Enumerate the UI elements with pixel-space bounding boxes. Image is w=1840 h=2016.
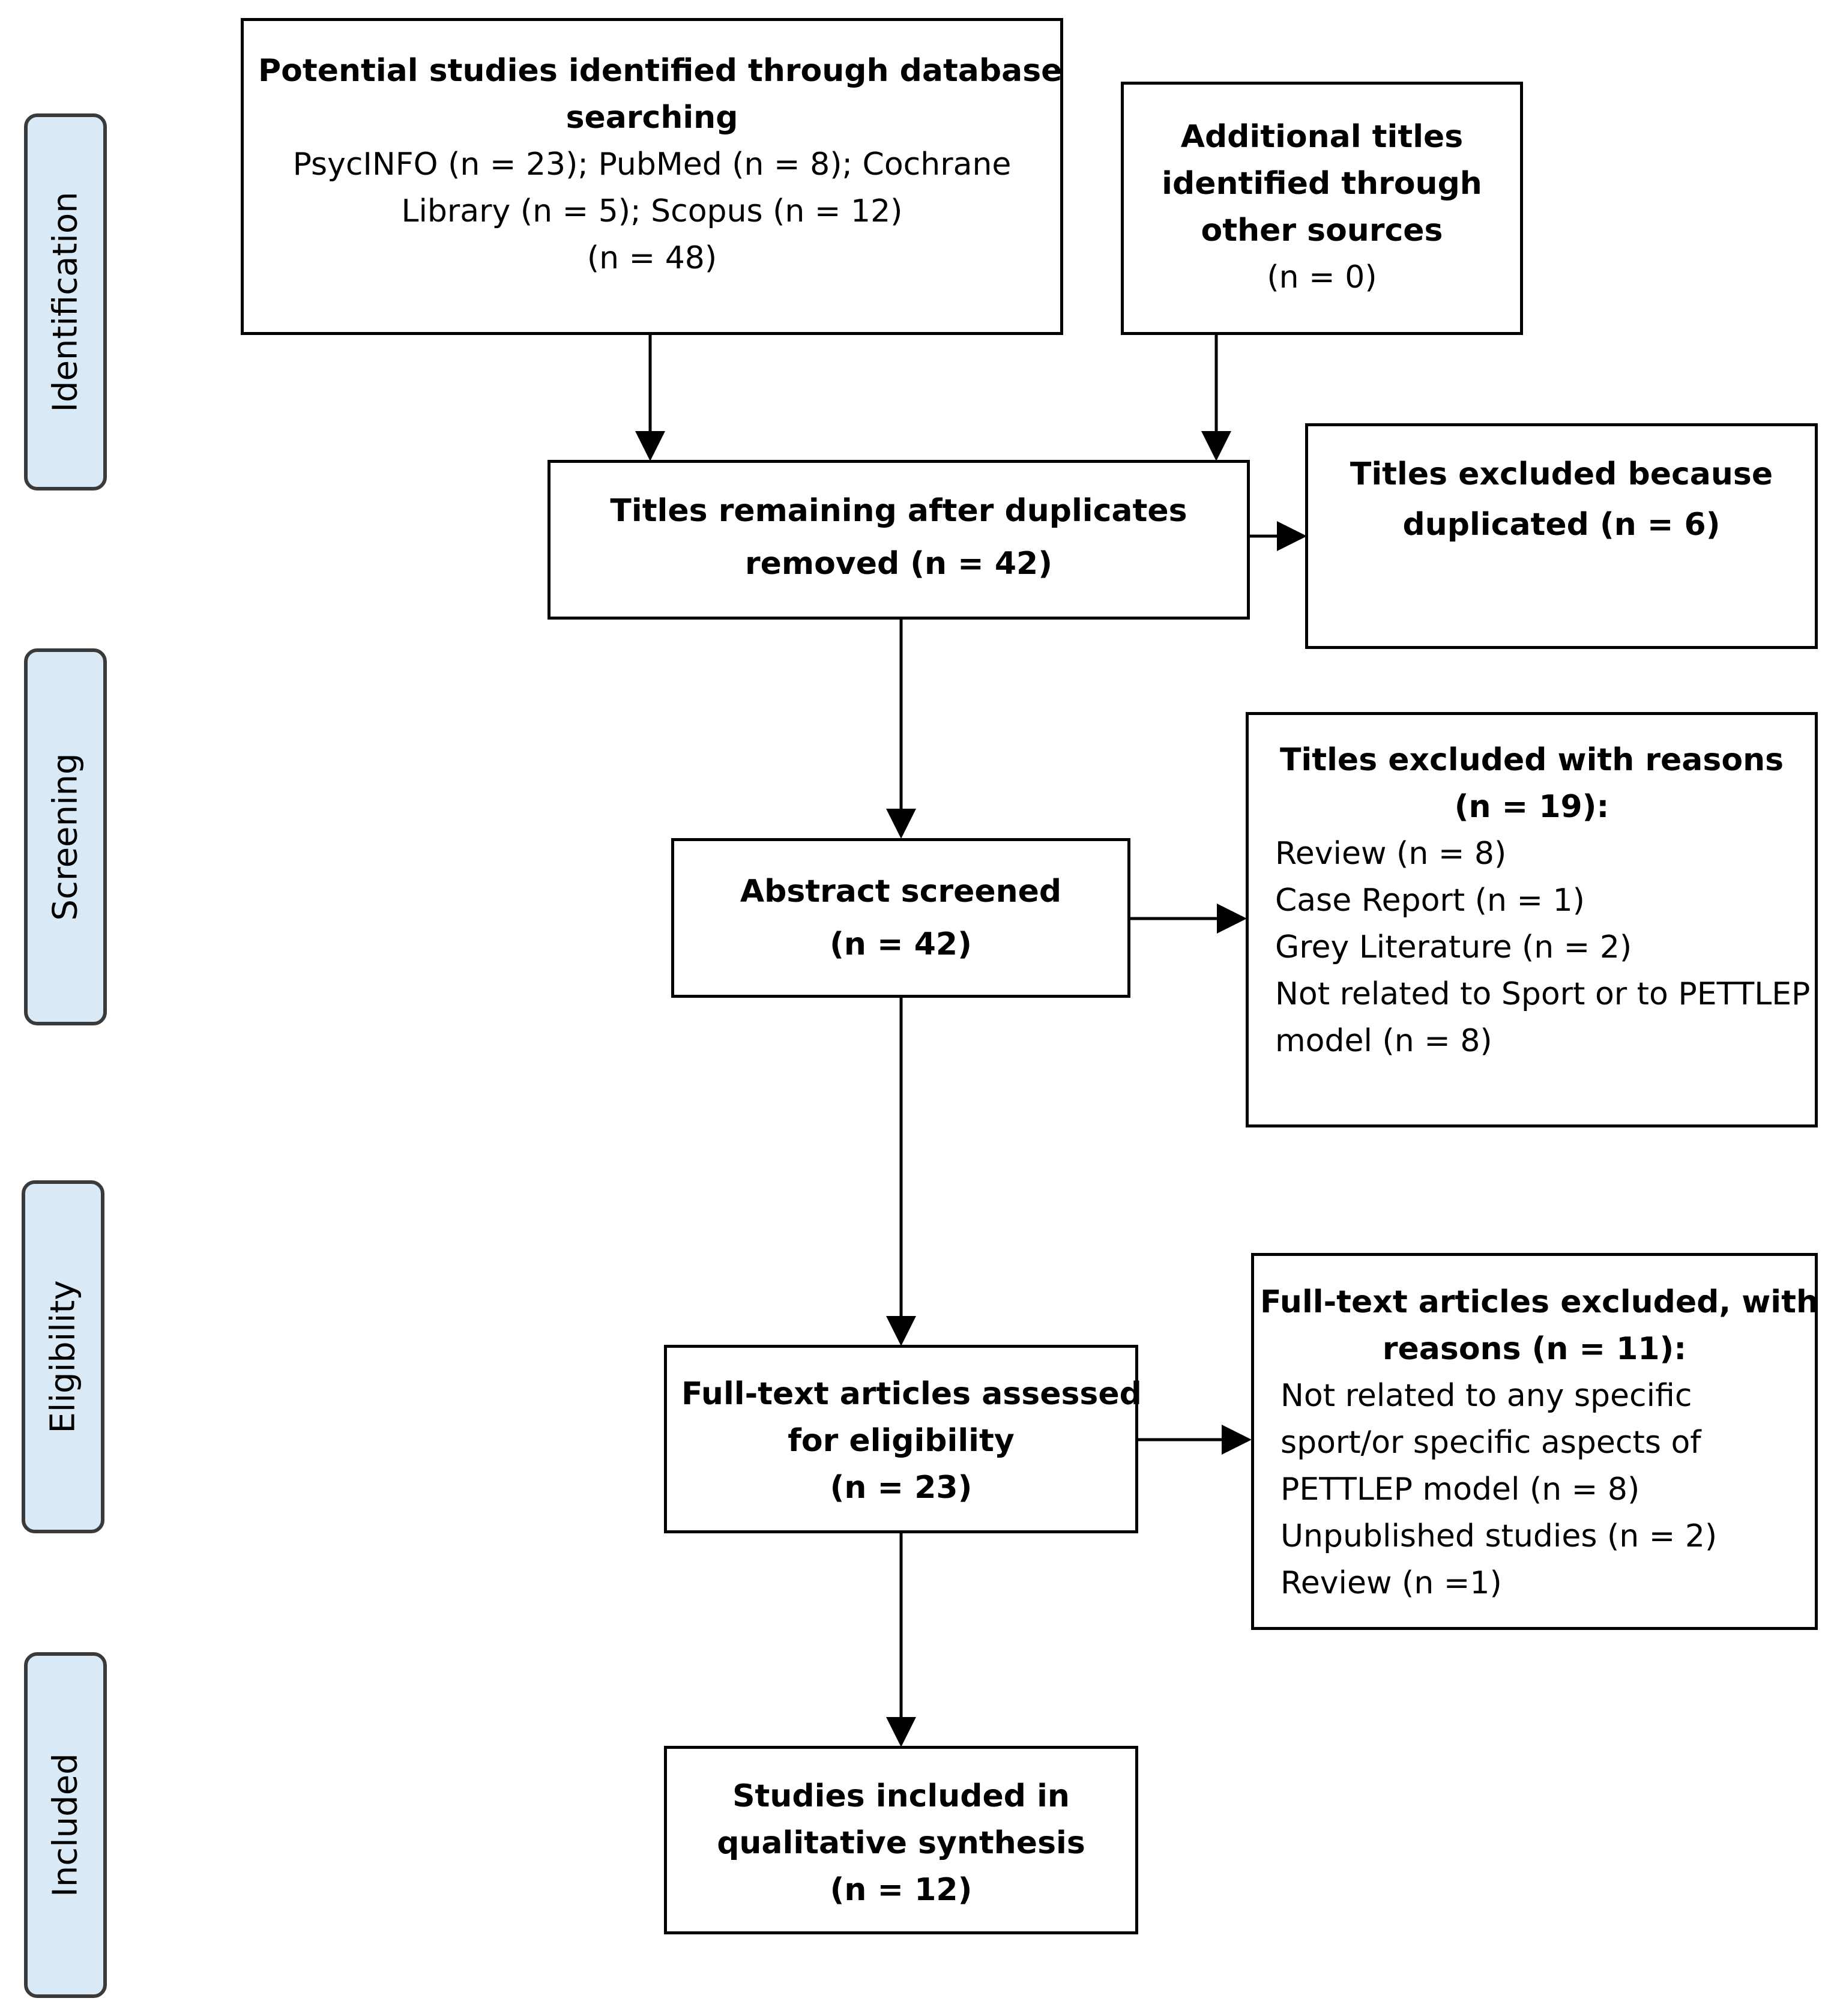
included-line1: Studies included in [732,1778,1070,1814]
stage-identification-label: Identification [46,192,85,412]
after-duplicates-line1: Titles remaining after duplicates [610,493,1187,529]
titles-excluded-line2: (n = 19): [1454,789,1609,825]
full-text-assessed-line2: for eligibility [788,1423,1015,1459]
titles-excluded-reason: Not related to Sport or to PETTLEP [1275,976,1811,1012]
titles-excluded-reason: Grey Literature (n = 2) [1275,929,1632,965]
full-text-excluded-line1: Full-text articles excluded, with [1260,1284,1818,1320]
abstract-screened-line1: Abstract screened [740,874,1062,910]
duplicates-excluded-line1: Titles excluded because [1350,456,1773,492]
other-sources-count: (n = 0) [1267,259,1377,295]
duplicates-excluded-box: Titles excluded because duplicated (n = … [1305,423,1818,649]
other-sources-box: Additional titles identified through oth… [1121,82,1523,335]
full-text-assessed-box: Full-text articles assessed for eligibil… [664,1345,1142,1533]
included-box: Studies included in qualitative synthesi… [664,1746,1138,1934]
abstract-screened-box: Abstract screened (n = 42) [671,838,1130,998]
full-text-excluded-line2: reasons (n = 11): [1382,1331,1687,1367]
titles-excluded-reason: model (n = 8) [1275,1023,1492,1059]
other-sources-line2: identified through [1162,166,1482,202]
other-sources-line1: Additional titles [1180,119,1464,155]
stage-screening-label: Screening [46,753,85,921]
included-line2: qualitative synthesis [717,1825,1085,1861]
titles-excluded-reason: Case Report (n = 1) [1275,883,1585,919]
database-search-count: (n = 48) [587,240,717,276]
full-text-assessed-count: (n = 23) [830,1470,973,1506]
stage-identification: Identification [24,113,107,490]
full-text-excluded-reason: Not related to any specific [1280,1378,1692,1414]
stage-screening: Screening [24,648,107,1025]
database-search-title-line1: Potential studies identified through dat… [258,53,1063,89]
full-text-excluded-box: Full-text articles excluded, with reason… [1251,1253,1818,1630]
abstract-screened-count: (n = 42) [830,926,972,962]
stage-included-label: Included [46,1753,85,1897]
titles-excluded-line1: Titles excluded with reasons [1279,742,1784,778]
stage-eligibility-label: Eligibility [43,1280,83,1434]
stage-eligibility: Eligibility [22,1180,104,1533]
full-text-excluded-reason: PETTLEP model (n = 8) [1280,1471,1640,1507]
full-text-excluded-reason: Review (n =1) [1280,1565,1502,1601]
stage-included: Included [24,1652,107,1998]
included-count: (n = 12) [830,1872,973,1908]
full-text-excluded-reason: Unpublished studies (n = 2) [1280,1518,1718,1554]
after-duplicates-line2: removed (n = 42) [744,546,1052,582]
database-search-box: Potential studies identified through dat… [241,18,1063,335]
after-duplicates-box: Titles remaining after duplicates remove… [547,460,1250,620]
database-search-sources-line2: Library (n = 5); Scopus (n = 12) [401,193,903,229]
other-sources-line3: other sources [1201,213,1443,249]
full-text-assessed-line1: Full-text articles assessed [681,1376,1142,1412]
titles-excluded-box: Titles excluded with reasons (n = 19): R… [1246,712,1818,1127]
full-text-excluded-reason: sport/or specific aspects of [1280,1425,1701,1461]
titles-excluded-reason: Review (n = 8) [1275,836,1507,872]
duplicates-excluded-line2: duplicated (n = 6) [1402,507,1721,543]
database-search-title-line2: searching [566,100,738,136]
database-search-sources-line1: PsycINFO (n = 23); PubMed (n = 8); Cochr… [292,146,1012,183]
